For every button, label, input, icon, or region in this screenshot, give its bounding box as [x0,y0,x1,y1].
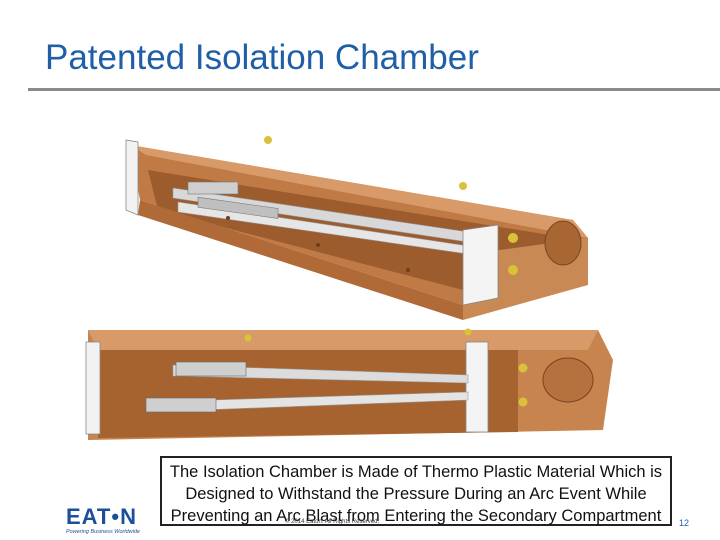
caption-box: The Isolation Chamber is Made of Thermo … [160,456,672,526]
logo-wordmark: EAT•N [66,504,137,529]
caption-line-2: Designed to Withstand the Pressure Durin… [185,485,647,503]
caption-line-3: Preventing an Arc Blast from Entering th… [170,507,662,525]
caption-line-1: The Isolation Chamber is Made of Thermo … [169,463,663,481]
logo-tagline: Powering Business Worldwide [66,529,140,535]
isolation-chamber-perspective-image [125,136,588,320]
slide-title: Patented Isolation Chamber [45,38,479,77]
copyright-notice: © 2014 Eaton. All Rights Reserved. [285,519,380,525]
page-number: 12 [679,518,690,528]
isolation-chamber-side-image [85,328,613,440]
eaton-logo: EAT•N Powering Business Worldwide [66,506,150,536]
title-divider [28,88,720,91]
